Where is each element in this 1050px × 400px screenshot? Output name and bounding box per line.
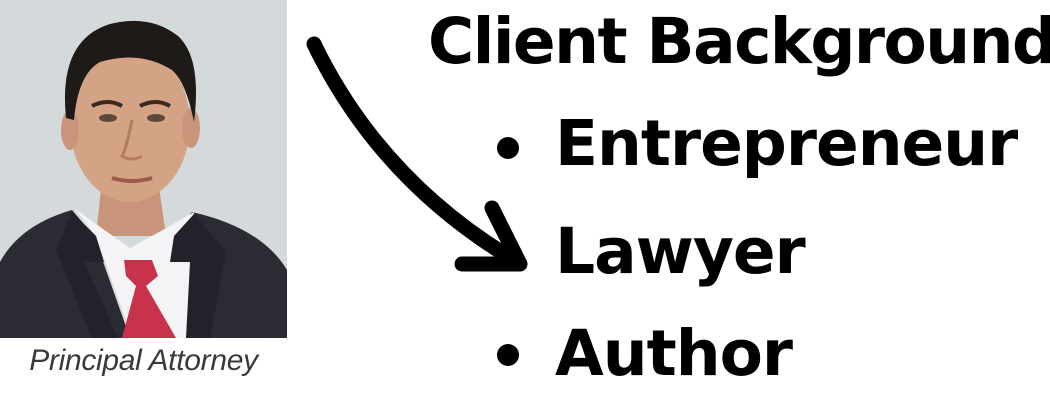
portrait-caption: Principal Attorney — [29, 344, 258, 377]
curved-arrow-icon — [306, 36, 528, 272]
list-item-entrepreneur: Entrepreneur — [555, 107, 1018, 180]
bullet-icon — [497, 344, 519, 366]
attorney-portrait — [0, 0, 287, 338]
list-item-author: Author — [555, 317, 793, 390]
bullet-icon — [497, 137, 519, 159]
client-background-title: Client Background — [428, 5, 1050, 78]
list-item-lawyer: Lawyer — [555, 215, 806, 288]
